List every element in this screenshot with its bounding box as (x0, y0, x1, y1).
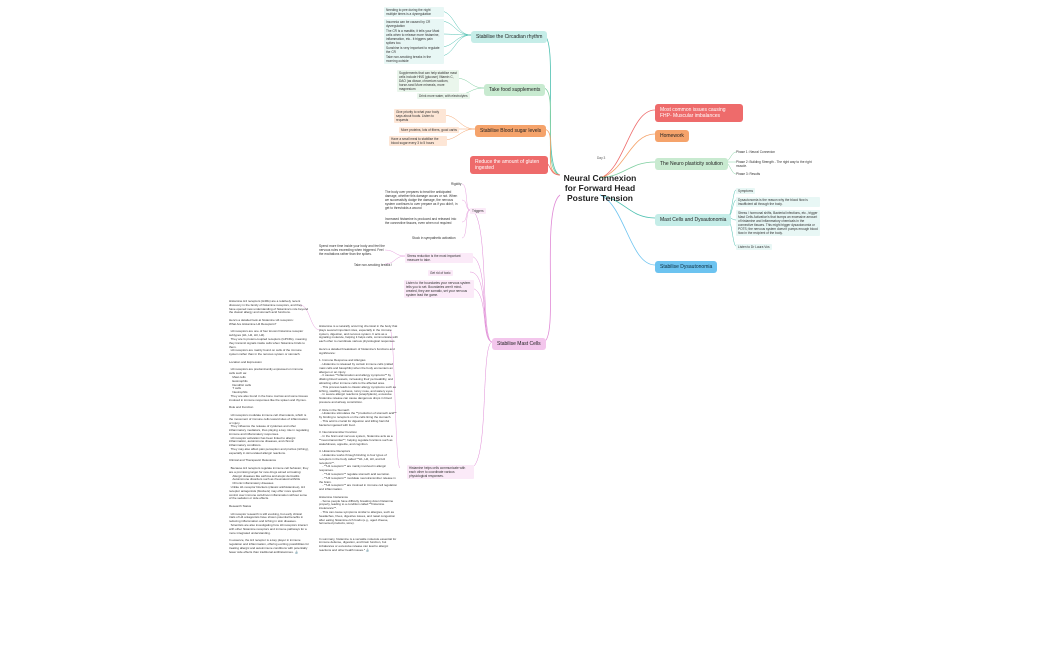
circadian-item-3[interactable]: The CR is a mastitis; it tells your Mast… (384, 28, 444, 46)
mast-listen[interactable]: Listen to the boundaries your nervous sy… (404, 280, 474, 298)
sugar-item-2[interactable]: More proteins, lots of fibers, good carb… (399, 127, 459, 133)
mast-stress-reduction[interactable]: Stress reduction is the most important m… (405, 253, 473, 263)
day-tag: Day 3 (597, 156, 606, 160)
mast-triggers-text[interactable]: The body over prepares to treat the anti… (385, 190, 458, 210)
mast-get-rid-toxic[interactable]: Get rid of toxic (428, 270, 453, 276)
sugar-item-3[interactable]: Have a small meal to stabilise the blood… (389, 136, 447, 146)
neuro-item-3[interactable]: Phase 3: Results (736, 172, 761, 176)
link-stabilise-dys (599, 194, 656, 266)
mast-non-smoking[interactable]: Take non-smoking breaks ! (354, 263, 393, 267)
link-homework (599, 133, 656, 179)
circadian-item-5[interactable]: Take non-smoking breaks in the morning o… (384, 54, 444, 64)
sugar-item-1[interactable]: Give priority to what your body says abo… (394, 109, 446, 123)
link-causing-issues (599, 109, 656, 179)
link-sugar (542, 128, 561, 176)
mast-tissue-text[interactable]: Increased histamine is produced and rele… (385, 217, 457, 225)
branch-food-supplements[interactable]: Take food supplements (484, 84, 546, 96)
mast-helps-cells[interactable]: Histamine helps cells communicate with e… (407, 465, 474, 479)
mast-triggers[interactable]: Triggers (470, 208, 486, 214)
mast-stuck[interactable]: Stuck in sympathetic activation (412, 236, 456, 240)
link-stabilise-mast (542, 194, 561, 343)
branch-reduce-gluten[interactable]: Reduce the amount of gluten ingested (470, 156, 548, 174)
circadian-item-1[interactable]: Needing to pee during the night multiple… (384, 7, 444, 17)
neuro-item-1[interactable]: Phase 1: Neural Connexion (736, 150, 775, 154)
neuro-item-2[interactable]: Phase 2: Building Strength - The right w… (736, 160, 812, 168)
link-mast-dys (599, 194, 656, 219)
branch-stabilise-dysautonomia[interactable]: Stabilise Dysautonomia (655, 261, 718, 273)
link-neuro (599, 161, 656, 179)
mast-dys-item-2[interactable]: Dysautonomia is the reason why the blood… (736, 197, 820, 207)
link-circadian (542, 34, 561, 176)
root-title[interactable]: Neural Connexion for Forward Head Postur… (563, 173, 637, 203)
link-food (542, 87, 561, 176)
circadian-item-2[interactable]: Insomnia can be caused by CR dysregulati… (384, 19, 444, 29)
food-item-2[interactable]: Drink more water, with electrolytes (417, 93, 470, 99)
branch-causing-issues[interactable]: Most common issues causing FHP- Muscular… (655, 104, 743, 122)
mast-dys-symptoms[interactable]: Symptoms (736, 188, 756, 194)
branch-homework[interactable]: Homework (655, 130, 689, 142)
food-item-1[interactable]: Supplements that can help stabilise mast… (397, 70, 459, 92)
branch-stabilise-mast-cells[interactable]: Stabilise Mast Cells (492, 338, 546, 350)
mast-spend-time[interactable]: Spend more time inside your body and fee… (319, 244, 385, 256)
circadian-item-4[interactable]: Sunshine is very important to regulate t… (384, 45, 444, 55)
branch-circadian[interactable]: Stabilise the Circadian rhythm (471, 31, 548, 43)
histamine-overview-notes[interactable]: Histamine is a naturally occurring chemi… (319, 325, 398, 553)
mast-dys-item-4[interactable]: Listen to Dr Laura Vos (736, 244, 772, 250)
histamine-h4-notes[interactable]: Histamine H4 receptors (H4Rs) are a rela… (229, 300, 309, 554)
branch-blood-sugar[interactable]: Stabilise Blood sugar levels (475, 125, 547, 137)
branch-mast-dysautonomia[interactable]: Mast Cells and Dysautonomia (655, 214, 732, 226)
mast-rigidity[interactable]: Rigidity (451, 182, 462, 186)
mast-dys-item-3[interactable]: Stress / hormonal shifts, Bacterial infe… (736, 210, 820, 236)
branch-neuro-plasticity[interactable]: The Neuro plasticity solution (655, 158, 728, 170)
